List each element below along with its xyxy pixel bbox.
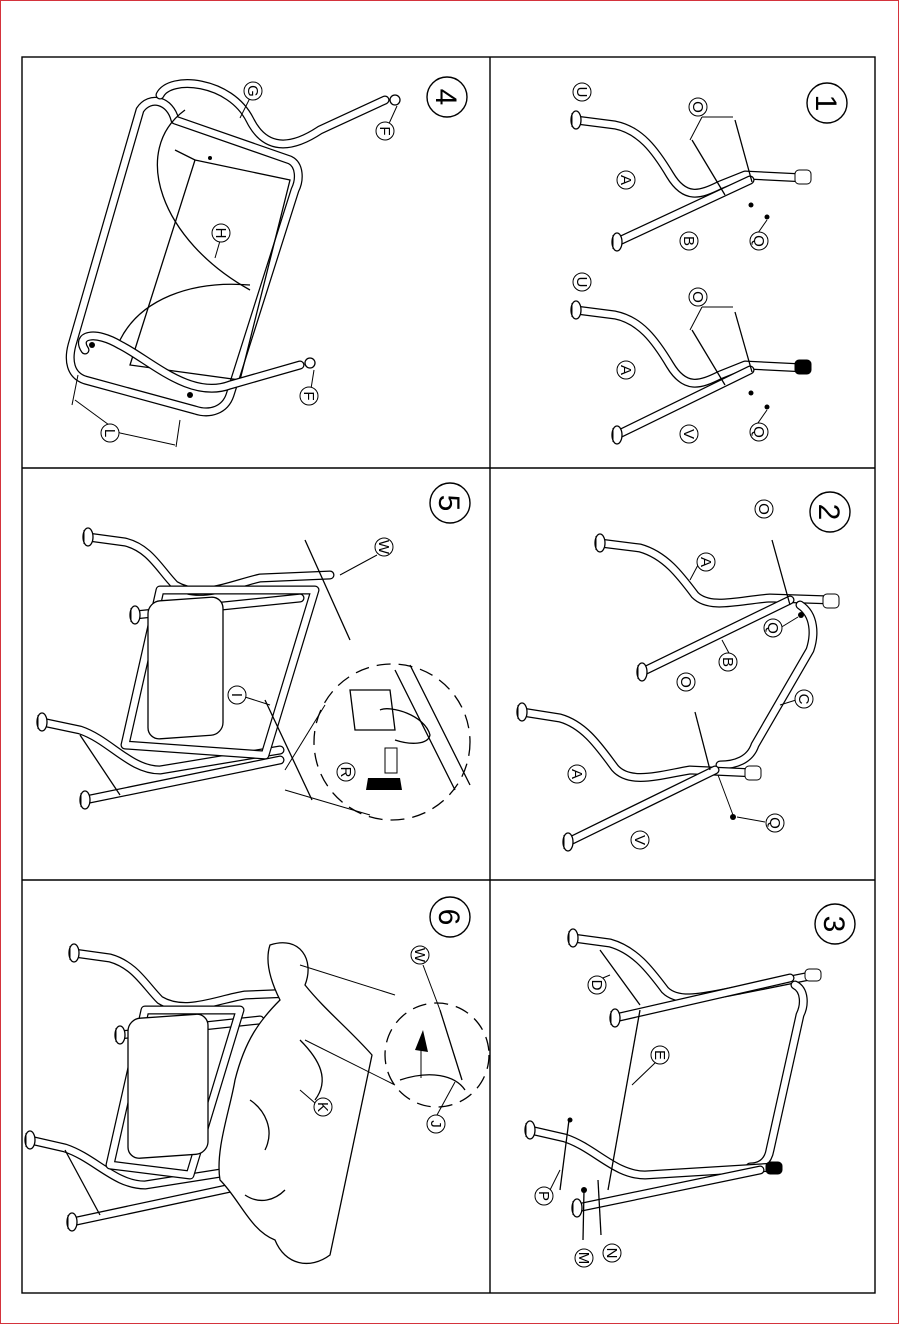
part-label: O [677, 673, 695, 691]
svg-text:Q: Q [766, 817, 783, 829]
part-label: V [631, 831, 649, 849]
part-label: P [535, 1187, 553, 1205]
part-label: N [603, 1244, 621, 1262]
part-label: W [375, 538, 393, 556]
part-label: O [755, 500, 773, 518]
part-label: G [244, 82, 262, 100]
panel-step-4: 4 G F H F L [70, 77, 467, 447]
svg-text:G: G [244, 85, 261, 97]
part-label: A [617, 171, 635, 189]
svg-text:H: H [212, 228, 229, 239]
part-label: C [795, 690, 813, 708]
part-label: E [651, 1046, 669, 1064]
svg-text:E: E [651, 1050, 668, 1060]
part-label: O [689, 98, 707, 116]
part-label: U [573, 83, 591, 101]
svg-text:V: V [631, 835, 648, 845]
part-label: B [680, 232, 698, 250]
svg-text:P: P [535, 1191, 552, 1201]
part-label: A [617, 361, 635, 379]
svg-text:L: L [101, 429, 118, 437]
part-label: J [427, 1115, 445, 1133]
part-label: A [697, 553, 715, 571]
panel-step-2: 2 O A Q B C O A V Q [517, 492, 850, 851]
svg-text:A: A [697, 557, 714, 567]
svg-text:F: F [376, 126, 393, 135]
part-label: Q [750, 232, 768, 250]
svg-text:J: J [427, 1120, 444, 1128]
step-number: 4 [429, 89, 462, 106]
svg-text:I: I [228, 693, 245, 697]
part-label: L [101, 424, 119, 442]
svg-text:D: D [588, 980, 605, 991]
part-label: Q [766, 814, 784, 832]
part-label: H [212, 224, 230, 242]
panel-step-5: 5 W I R [37, 483, 470, 820]
step-number: 3 [817, 916, 850, 933]
svg-text:R: R [337, 767, 354, 778]
step-number: 5 [432, 495, 465, 512]
svg-text:Q: Q [764, 622, 781, 634]
svg-text:W: W [375, 540, 392, 555]
svg-text:B: B [719, 657, 736, 667]
svg-text:V: V [680, 429, 697, 439]
part-label: V [680, 425, 698, 443]
svg-text:U: U [573, 277, 590, 288]
part-label: B [719, 653, 737, 671]
part-label: Q [750, 423, 768, 441]
svg-text:O: O [689, 101, 706, 113]
svg-text:U: U [573, 87, 590, 98]
panel-step-1: 1 U O A B Q U O [571, 83, 847, 444]
step-number: 6 [432, 909, 465, 926]
part-label: R [337, 763, 355, 781]
svg-text:O: O [677, 676, 694, 688]
svg-text:A: A [617, 365, 634, 375]
part-label: F [376, 122, 394, 140]
step-number: 2 [812, 504, 845, 521]
svg-text:C: C [795, 694, 812, 705]
part-label: U [573, 273, 591, 291]
svg-text:A: A [617, 175, 634, 185]
svg-text:B: B [680, 236, 697, 246]
svg-text:A: A [568, 769, 585, 779]
svg-text:O: O [689, 291, 706, 303]
svg-text:O: O [755, 503, 772, 515]
panel-step-6: 6 W K J [25, 897, 489, 1263]
panel-step-3: 3 D E P M N [525, 904, 855, 1267]
part-label: M [575, 1249, 593, 1267]
step-number: 1 [809, 95, 842, 112]
svg-text:W: W [411, 948, 428, 963]
svg-text:N: N [603, 1248, 620, 1259]
svg-text:Q: Q [750, 235, 767, 247]
svg-text:Q: Q [750, 426, 767, 438]
part-label: A [568, 765, 586, 783]
part-label: Q [764, 619, 782, 637]
svg-text:F: F [300, 391, 317, 400]
part-label: F [300, 387, 318, 405]
svg-text:M: M [575, 1252, 592, 1265]
part-label: I [228, 686, 246, 704]
part-label: W [411, 946, 429, 964]
part-label: O [689, 288, 707, 306]
part-label: D [588, 976, 606, 994]
part-label: K [314, 1098, 332, 1116]
svg-text:K: K [314, 1102, 331, 1112]
